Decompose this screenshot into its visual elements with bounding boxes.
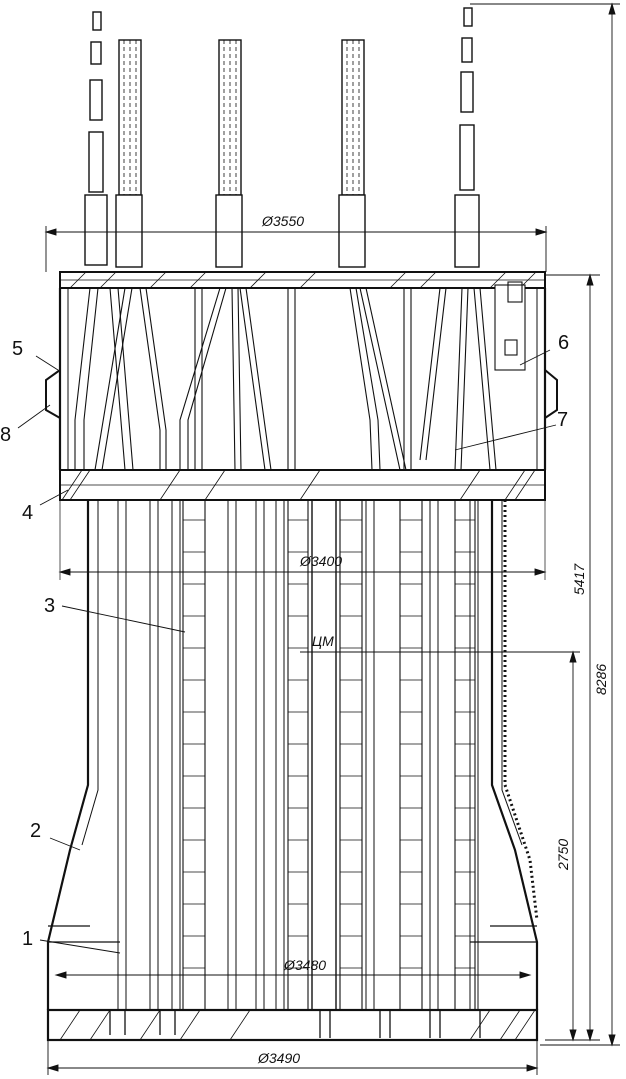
control-rod-drives	[84, 7, 480, 268]
callout-7: 7	[557, 409, 569, 431]
protection-block-housing	[45, 271, 558, 501]
dimension-top-diameter: Ø3550	[262, 213, 305, 229]
dimension-core-height: 2750	[555, 838, 571, 870]
dimension-bottom-diameter: Ø3490	[258, 1050, 301, 1066]
callout-5: 5	[12, 338, 24, 360]
callout-leaders	[17, 349, 557, 954]
fuel-assemblies	[109, 499, 481, 1038]
callout-1: 1	[22, 928, 34, 950]
guide-tubes	[74, 281, 526, 471]
dimension-total-height: 8286	[593, 663, 609, 695]
dimension-upper-height: 5417	[571, 563, 587, 595]
dimension-lines	[44, 2, 620, 1075]
fuel-channels	[117, 500, 479, 1010]
callout-6: 6	[558, 332, 570, 354]
dimension-mid-diameter: Ø3400	[300, 553, 343, 569]
center-mark-label: ЦМ	[312, 633, 334, 649]
dimension-lower-diameter: Ø3480	[284, 957, 327, 973]
callout-8: 8	[0, 424, 12, 446]
callout-3: 3	[44, 595, 56, 617]
callout-2: 2	[30, 820, 42, 842]
core-barrel	[46, 500, 539, 1042]
callout-4: 4	[22, 502, 34, 524]
